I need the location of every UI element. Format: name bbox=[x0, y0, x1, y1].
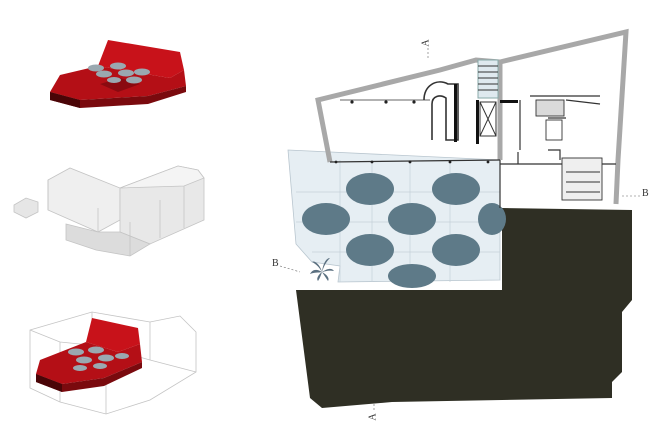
massing-diagram-red bbox=[50, 40, 186, 108]
skylight-oval-1 bbox=[88, 64, 104, 72]
skylight-oval-5 bbox=[134, 68, 150, 76]
skylight-oval-7 bbox=[107, 77, 121, 83]
section-label-a-top: A bbox=[420, 39, 432, 47]
section-label-a-bottom: A bbox=[367, 413, 379, 421]
massing-diagram-combined bbox=[29, 311, 197, 415]
room-fixtures bbox=[535, 99, 603, 201]
dark-ground-area bbox=[296, 208, 632, 408]
skylight-oval-3 bbox=[96, 70, 112, 78]
section-lines bbox=[279, 48, 640, 412]
plan-skylight-3 bbox=[302, 203, 350, 235]
section-label-b-left: B bbox=[272, 258, 279, 269]
massing-diagram-ghost bbox=[13, 165, 205, 257]
column-dots bbox=[334, 100, 490, 164]
plant-icon bbox=[310, 258, 334, 281]
plan-skylights bbox=[302, 173, 506, 288]
section-label-b-right: B bbox=[642, 188, 649, 199]
floor-plan bbox=[279, 28, 640, 412]
skylight-oval-2 bbox=[110, 62, 126, 70]
plan-skylight-6 bbox=[346, 234, 394, 266]
plan-skylight-2 bbox=[432, 173, 480, 205]
plan-skylight-1 bbox=[346, 173, 394, 205]
skylight-oval-6 bbox=[126, 76, 142, 84]
plan-skylight-7 bbox=[432, 234, 480, 266]
interior-walls bbox=[329, 95, 616, 208]
plan-skylight-8 bbox=[388, 264, 436, 288]
plan-skylight-4 bbox=[388, 203, 436, 235]
stair-rails bbox=[454, 84, 518, 144]
skylight-oval-4 bbox=[118, 69, 134, 77]
stair-icon bbox=[423, 59, 499, 141]
plan-skylight-5 bbox=[478, 203, 506, 235]
